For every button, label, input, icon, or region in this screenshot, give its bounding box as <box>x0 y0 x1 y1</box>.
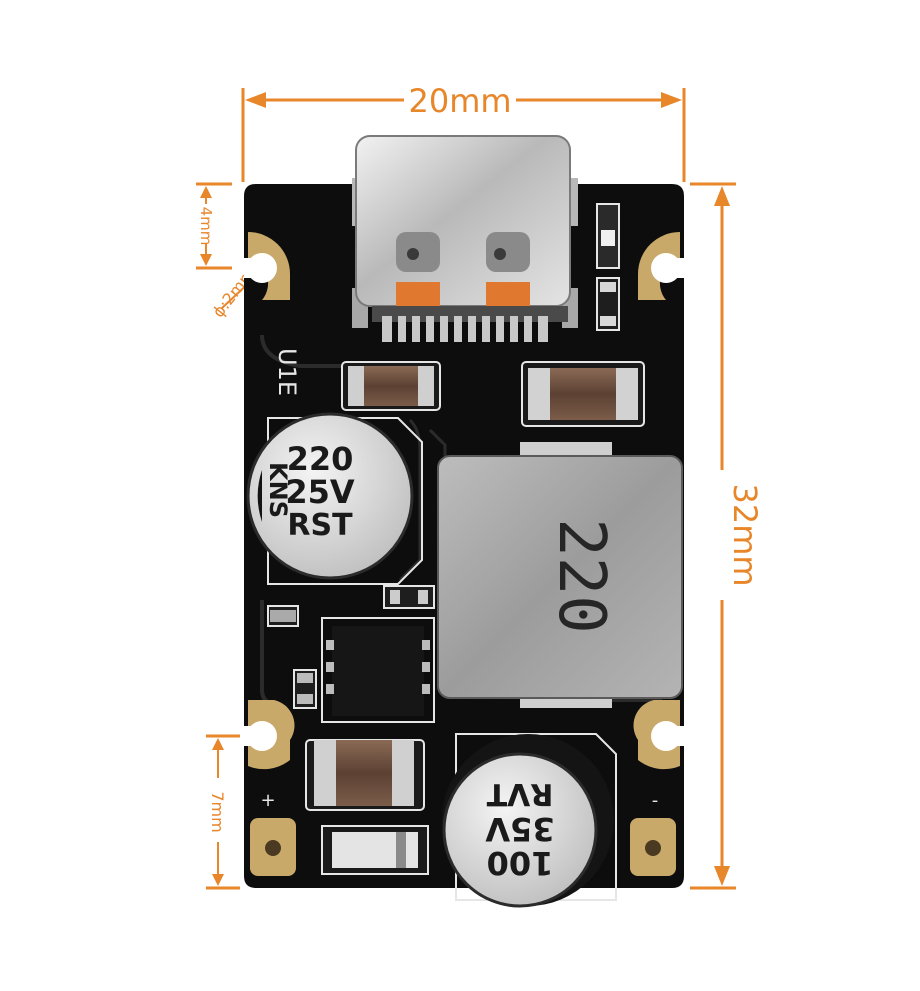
ceramic-capacitor-bottom-left <box>305 739 425 811</box>
capacitor-top-line3: RST <box>287 508 353 543</box>
width-label: 20mm <box>408 82 511 120</box>
inductor-marking: 220 <box>544 518 618 634</box>
smd-resistor-middle <box>383 585 435 609</box>
pad-offset-arrow-top <box>212 738 224 750</box>
usb-c-connector <box>352 135 578 328</box>
mount-hole-top-right <box>638 232 684 300</box>
mount-hole-top-left <box>244 232 290 300</box>
bottom-pad-offset-label: 7mm <box>208 791 227 832</box>
ceramic-capacitor-top-left <box>341 361 441 411</box>
capacitor-bottom-line2: 35V <box>485 810 555 848</box>
smd-resistor-top-right <box>596 277 620 331</box>
mounting-holes <box>244 232 684 770</box>
mount-hole-bottom-left <box>244 700 295 770</box>
solder-pad-negative <box>630 818 676 876</box>
plus-marking: + <box>260 790 275 811</box>
electrolytic-capacitor-top <box>246 412 423 585</box>
pad-offset-arrow-bottom <box>212 874 224 886</box>
ceramic-capacitor-top-right <box>521 361 645 427</box>
capacitor-top-line2: 25V <box>285 473 355 511</box>
smd-diode <box>321 825 429 875</box>
smd-resistor-left <box>267 605 299 627</box>
capacitor-top-line1: 220 <box>287 440 354 478</box>
width-arrow-left <box>245 92 266 108</box>
regulator-ic-chip <box>321 617 435 723</box>
pcb-trace <box>260 334 345 368</box>
silkscreen-label: U1E <box>273 348 301 396</box>
usb-c-pins <box>382 316 548 342</box>
capacitor-bottom-line1: 100 <box>487 844 554 882</box>
pcb-trace <box>398 418 422 582</box>
smd-resistor-left-lower <box>293 669 317 709</box>
height-label: 32mm <box>726 483 764 586</box>
height-arrow-top <box>714 186 730 206</box>
dimension-annotations <box>196 88 736 890</box>
hole-offset-arrow-top <box>200 186 212 198</box>
led-indicator <box>596 203 620 269</box>
width-arrow-right <box>661 92 682 108</box>
capacitor-top-side: KNS <box>264 462 292 518</box>
capacitor-bottom-line3: RVT <box>486 776 553 811</box>
power-inductor <box>437 442 683 708</box>
solder-pad-positive <box>250 818 296 876</box>
electrolytic-capacitor-bottom <box>442 733 617 908</box>
minus-marking: - <box>652 790 659 811</box>
top-hole-offset-label: 4mm <box>197 207 215 246</box>
hole-offset-arrow-bottom <box>200 254 212 266</box>
mount-hole-bottom-right <box>633 700 684 770</box>
height-arrow-bottom <box>714 866 730 886</box>
